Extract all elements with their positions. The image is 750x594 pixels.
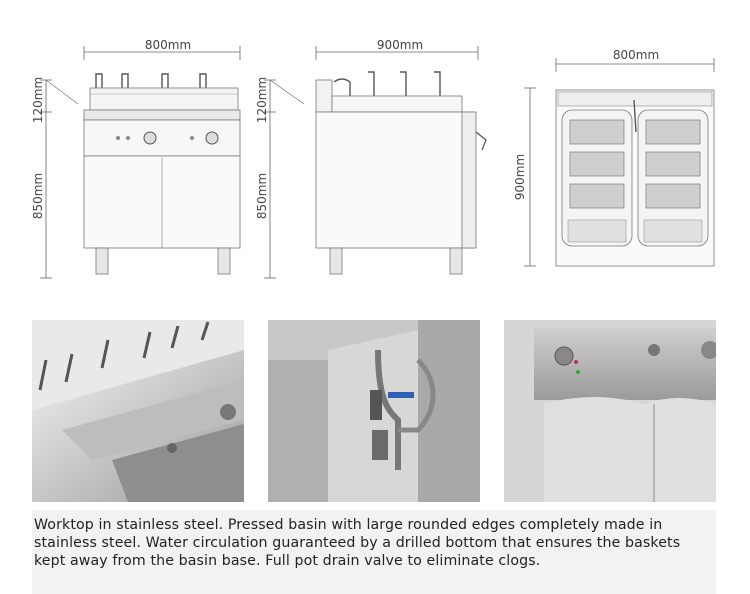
caption-box: Worktop in stainless steel. Pressed basi… [32,510,716,594]
photo-baskets-closeup [32,320,244,502]
side-depth-label: 900mm [377,38,423,52]
product-photos [32,320,716,502]
caption-text: Worktop in stainless steel. Pressed basi… [34,517,681,569]
side-body-height-label: 850mm [255,173,269,219]
photo-control-panel-closeup [504,320,716,502]
side-view-drawing: 900mm 120mm 850mm [255,38,487,279]
side-top-height-label: 120mm [255,77,269,123]
photo-drain-valve-closeup [268,320,480,502]
front-body-height-label: 850mm [31,173,45,219]
top-width-label: 800mm [613,48,659,62]
top-view-drawing: 800mm 900mm [513,48,715,267]
front-top-height-label: 120mm [31,77,45,123]
top-depth-label: 900mm [513,154,527,200]
front-view-drawing: 800mm 120mm 850mm [31,38,241,279]
technical-drawings: 800mm 120mm 850mm [31,38,715,279]
front-width-label: 800mm [145,38,191,52]
